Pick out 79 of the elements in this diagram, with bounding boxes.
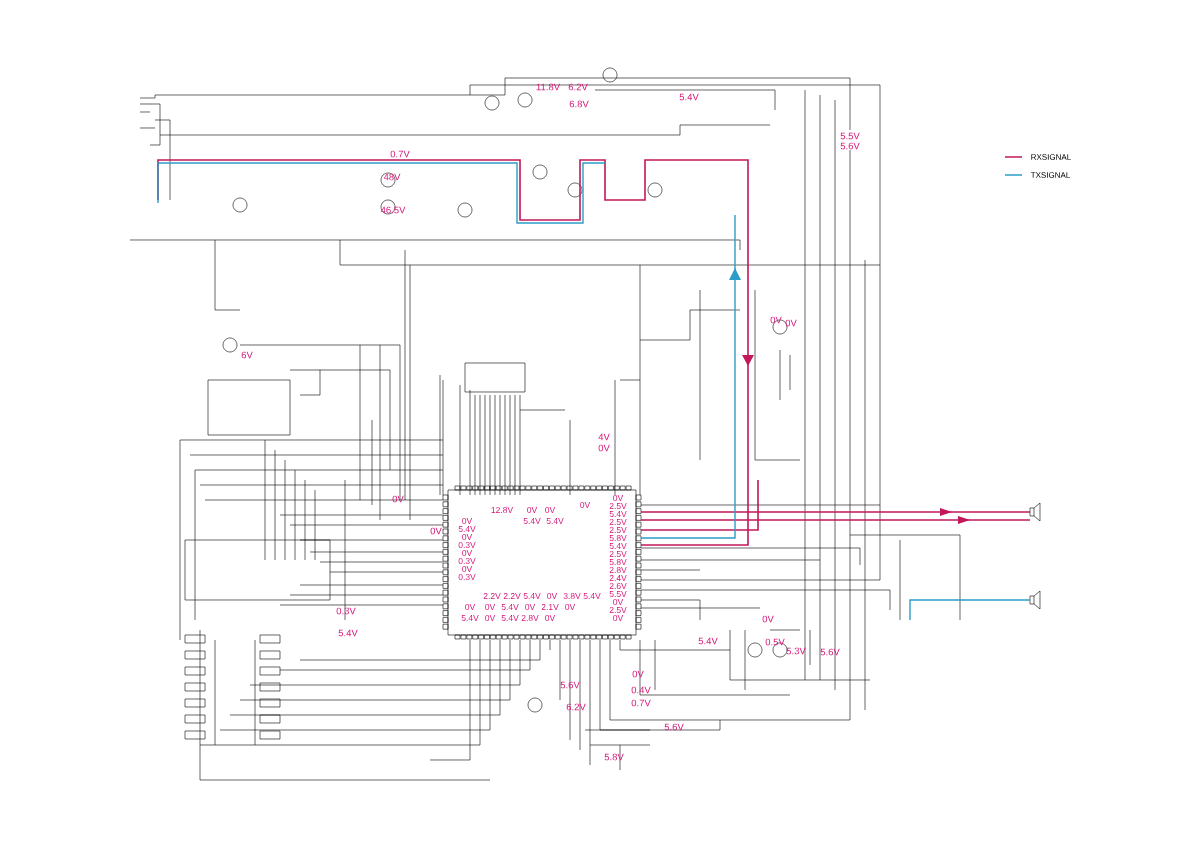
voltage-label: 12.8V [491,507,514,513]
voltage-label: 2.5V [609,503,627,509]
voltage-label: 2.2V [483,593,501,599]
voltage-label: 0.4V [631,686,651,694]
voltage-label: 2.6V [609,583,627,589]
voltage-label: 0V [485,604,496,610]
voltage-label: 5.3V [786,647,806,655]
voltage-label: 5.4V [609,511,627,517]
voltage-label: 5.8V [604,753,624,761]
voltage-label: 0V [462,534,473,540]
voltage-label: 2.2V [503,593,521,599]
voltage-label: 5.4V [458,526,476,532]
voltage-label: 5.4V [523,593,541,599]
voltage-label: 5.4V [609,543,627,549]
voltage-label: 0V [613,599,624,605]
voltage-label: 0V [613,495,624,501]
voltage-label: 5.8V [609,535,627,541]
voltage-label: 5.6V [840,142,860,150]
voltage-label: 5.4V [501,604,519,610]
voltage-label: 0V [565,604,576,610]
legend-label: TXSIGNAL [1030,172,1070,178]
voltage-label: 0V [770,316,782,324]
voltage-label: 5.6V [664,723,684,731]
voltage-label: 0V [430,527,442,535]
voltage-label: 2.5V [609,519,627,525]
voltage-label: 6V [241,351,253,359]
voltage-label: 46.5V [380,206,406,214]
voltage-label: 4V [598,433,610,441]
voltage-label: 0V [545,507,556,513]
voltage-label: 48V [383,173,401,181]
voltage-label: 5.4V [698,637,718,645]
voltage-label: 0V [547,593,558,599]
voltage-label: 0V [462,566,473,572]
voltage-label: 2.8V [609,567,627,573]
voltage-label: 0.3V [336,607,356,615]
voltage-label: 5.5V [609,591,627,597]
voltage-label: 0.3V [458,542,476,548]
voltage-label: 0V [392,495,404,503]
voltage-label: 6.2V [566,703,586,711]
voltage-label: 3.8V [563,593,581,599]
voltage-label: 6.2V [568,83,588,91]
voltage-label: 5.6V [820,648,840,656]
voltage-label: 5.4V [583,593,601,599]
voltage-label: 0V [632,670,644,678]
voltage-label: 2.5V [609,607,627,613]
voltage-label: 5.4V [461,615,479,621]
voltage-label: 0V [762,615,774,623]
voltage-label: 2.5V [609,551,627,557]
voltage-label: 2.4V [609,575,627,581]
voltage-label: 0V [545,615,556,621]
voltage-label: 5.4V [523,518,541,524]
voltage-label: 5.4V [338,629,358,637]
voltage-label: 5.4V [679,93,699,101]
voltage-label: 0V [525,604,536,610]
legend-label: RXSIGNAL [1031,154,1071,160]
voltage-label: 0.7V [390,150,410,158]
voltage-label: 11.8V [536,83,561,91]
voltage-label: 0.5V [765,638,785,646]
voltage-label: 5.8V [609,559,627,565]
voltage-label: 5.4V [546,518,564,524]
voltage-label: 0V [462,518,473,524]
voltage-label: 5.4V [501,615,519,621]
voltage-label: 0V [462,550,473,556]
voltage-label: 0V [598,444,610,452]
voltage-label: 2.8V [521,615,539,621]
voltage-label: 0V [580,502,591,508]
voltage-label: 0.3V [458,574,476,580]
voltage-label: 0V [785,319,797,327]
voltage-label: 0.3V [458,558,476,564]
voltage-label: 0V [613,615,624,621]
voltage-label: 2.1V [541,604,559,610]
voltage-label: 0V [485,615,496,621]
voltage-label: 6.8V [569,100,589,108]
voltage-label: 2.5V [609,527,627,533]
voltage-label: 5.6V [560,681,580,689]
voltage-label: 0.7V [631,699,651,707]
voltage-label: 0V [465,604,476,610]
voltage-label: 0V [527,507,538,513]
voltage-label: 5.5V [840,132,860,140]
